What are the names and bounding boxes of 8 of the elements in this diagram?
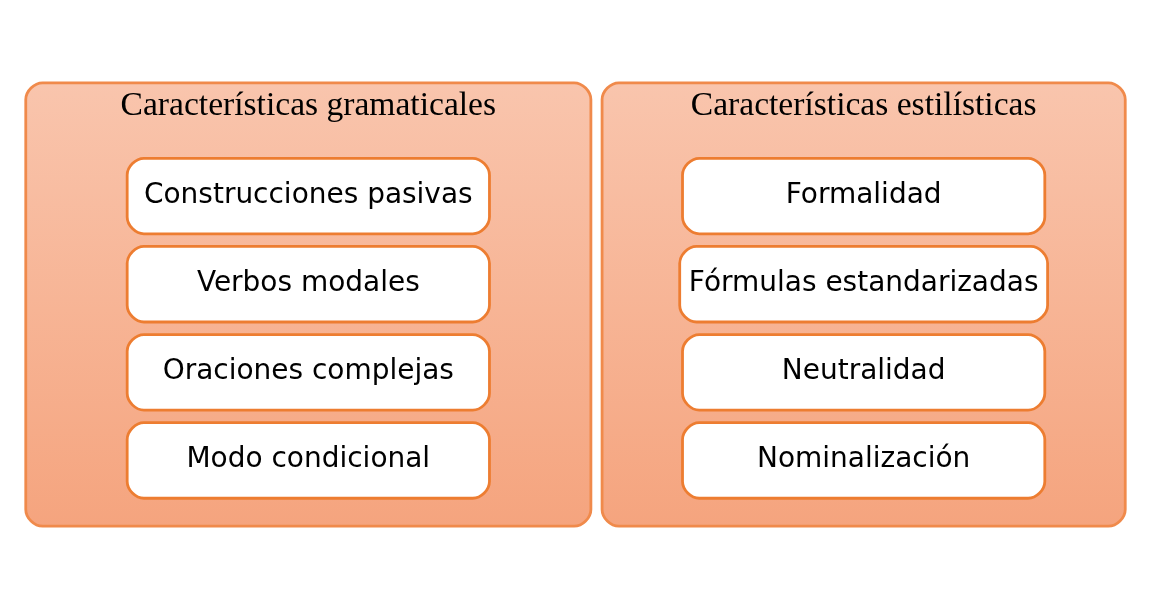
node-box: Formalidad	[681, 156, 1047, 235]
node-box: Nominalización	[681, 420, 1047, 500]
node-box: Neutralidad	[681, 332, 1047, 411]
node-box: Construcciones pasivas	[125, 156, 491, 235]
node-box: Oraciones complejas	[125, 332, 491, 411]
node-box: Fórmulas estandarizadas	[678, 244, 1049, 323]
node-box: Verbos modales	[125, 244, 491, 323]
node-box: Modo condicional	[125, 420, 491, 500]
